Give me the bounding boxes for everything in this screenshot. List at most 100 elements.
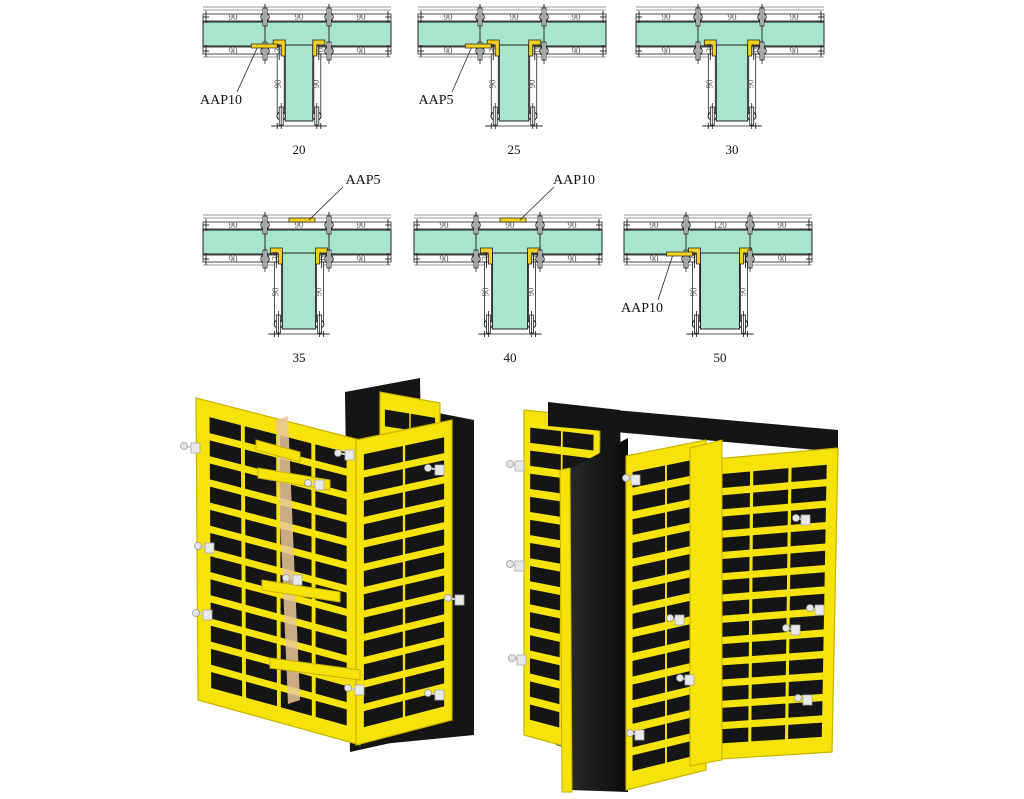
panel-cell <box>714 599 750 617</box>
corner-label: 30 <box>273 43 283 53</box>
panel-cell <box>632 700 666 724</box>
panel-cell <box>209 440 242 465</box>
wedge-clamp <box>276 103 286 129</box>
panel-cell <box>530 473 561 494</box>
wedge-clamp <box>314 311 325 337</box>
panel-cell <box>791 486 827 504</box>
panel-cell <box>245 681 278 707</box>
inside-corner-post <box>689 439 723 767</box>
top-dimension: 90 <box>778 220 788 230</box>
wedge-clamp <box>260 246 270 272</box>
tie-pin <box>203 253 209 265</box>
top-dimension: 90 <box>444 12 454 22</box>
panel-cell <box>210 556 242 581</box>
panel-cell <box>405 437 445 462</box>
panel-cell <box>315 444 347 469</box>
tie-pin <box>624 219 630 231</box>
panel-cell <box>245 495 277 521</box>
panel-cell <box>530 566 561 588</box>
panel-cell <box>405 644 445 671</box>
stem-dimension: 90 <box>526 287 536 297</box>
wedge-clamp <box>526 311 537 337</box>
wedge-clamp <box>324 38 334 64</box>
panel-cell <box>209 486 242 511</box>
wall-width-caption: 50 <box>714 350 727 365</box>
panel-cell <box>245 658 277 683</box>
wedge-clamp <box>707 103 718 129</box>
panel-cell <box>530 450 561 470</box>
panel-cell <box>315 700 347 726</box>
top-dimension: 90 <box>568 220 578 230</box>
filler-callout: AAP10 <box>621 251 693 316</box>
inner-corner-strip <box>276 416 300 704</box>
bottom-dimension: 90 <box>440 254 450 264</box>
panel-cell <box>315 607 347 633</box>
stem-dimension: 90 <box>311 79 321 89</box>
tie-rod <box>344 684 365 696</box>
bottom-dimension: 90 <box>790 46 800 56</box>
tie-rod <box>622 474 641 486</box>
inner-corner <box>703 39 717 57</box>
stem-dimension: 90 <box>689 287 699 297</box>
wedge-clamp <box>535 246 545 272</box>
panel-cell <box>751 660 786 678</box>
panel-cell <box>529 681 560 705</box>
wedge-clamp <box>757 4 767 30</box>
panel-cell <box>363 654 403 681</box>
stem-concrete <box>715 44 749 122</box>
tie-rod <box>666 614 685 626</box>
callout-label: AAP5 <box>418 93 453 108</box>
panel-cell <box>211 672 243 697</box>
panel-cell <box>788 658 824 675</box>
panel-cell <box>530 589 561 611</box>
panel-cell <box>753 489 789 507</box>
top-dimension: 90 <box>440 220 450 230</box>
wall-concrete <box>623 229 813 255</box>
stem-concrete <box>498 44 530 122</box>
panel-cell <box>363 677 403 704</box>
panel-cell <box>752 596 787 614</box>
callout-leader <box>451 47 472 93</box>
wall-concrete <box>202 21 392 47</box>
wedge-clamp <box>757 38 767 64</box>
panel-cell <box>752 532 788 550</box>
stem-dimension: 90 <box>314 287 324 297</box>
stem-concrete <box>281 252 317 330</box>
top-dimension: 90 <box>790 12 800 22</box>
filler-strip <box>666 251 693 257</box>
tie-rod <box>334 449 355 461</box>
wall-concrete <box>635 21 825 47</box>
panel-cell <box>751 703 786 721</box>
callout-leader <box>519 186 555 221</box>
top-dimension: 90 <box>295 12 305 22</box>
wedge-clamp <box>260 4 270 30</box>
panel-cell <box>363 585 403 611</box>
top-dimension: 120 <box>713 220 727 230</box>
panel-cell <box>245 635 277 660</box>
top-panel-strip <box>623 221 813 230</box>
wedge-clamp <box>681 212 691 238</box>
top-dimension: 90 <box>357 220 367 230</box>
callout-label: AAP10 <box>621 301 663 316</box>
wall-width-caption: 25 <box>508 142 521 157</box>
filler-strip <box>464 43 492 49</box>
panel-cell <box>632 488 666 512</box>
panel-cell <box>530 496 561 517</box>
panel-cell <box>245 519 277 544</box>
panel-cell <box>210 648 243 674</box>
filler-callout: AAP5 <box>418 43 492 108</box>
wedge-clamp <box>471 212 481 238</box>
tie-pin <box>600 11 606 23</box>
panel-cell <box>714 642 749 659</box>
panel-cell <box>405 506 445 531</box>
aligning-waler <box>269 657 361 681</box>
wedge-clamp <box>745 212 755 238</box>
stem-concrete <box>700 252 740 330</box>
panel-cell <box>529 635 560 658</box>
wedge-clamp <box>539 4 549 30</box>
tie-pin <box>203 45 209 57</box>
panel-cell <box>714 663 749 680</box>
panel-cell <box>405 483 445 508</box>
stem-concrete <box>491 252 529 330</box>
